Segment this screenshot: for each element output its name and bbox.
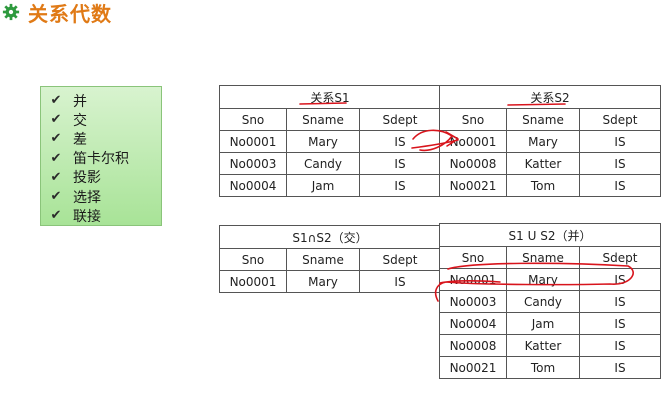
table-cell: IS (579, 356, 661, 379)
table-row: No0008 Katter IS (439, 334, 661, 357)
checkmark-icon: ✔ (50, 208, 62, 224)
table-cell: Jam (286, 174, 360, 197)
table-cell: IS (579, 334, 661, 357)
table-row: No0001 Mary IS (439, 130, 661, 153)
column-header: Sno (439, 108, 507, 131)
union-table: S1 U S2（并） Sno Sname Sdept No0001 Mary I… (439, 223, 661, 379)
table-cell: No0004 (439, 312, 507, 335)
checkmark-icon: ✔ (50, 112, 62, 128)
page-title: 关系代数 (28, 1, 112, 26)
column-header: Sname (286, 108, 360, 131)
table-cell: No0001 (439, 130, 507, 153)
column-header: Sdept (579, 246, 661, 269)
table-row: No0004 Jam IS (219, 174, 441, 197)
table-cell: IS (579, 268, 661, 291)
column-header: Sno (439, 246, 507, 269)
column-header: Sno (219, 108, 287, 131)
column-header: Sname (286, 248, 360, 271)
table-cell: No0008 (439, 334, 507, 357)
table-cell: IS (579, 174, 661, 197)
table-cell: Tom (506, 356, 580, 379)
operations-list: ✔并 ✔交 ✔差 ✔笛卡尔积 ✔投影 ✔选择 ✔联接 (40, 86, 162, 226)
checkmark-icon: ✔ (50, 189, 62, 205)
relation-s2-table: 关系S2 Sno Sname Sdept No0001 Mary IS No00… (439, 85, 661, 197)
table-row: No0001 Mary IS (219, 270, 441, 293)
table-title: 关系S1 (219, 85, 441, 109)
table-row: No0001 Mary IS (439, 268, 661, 291)
checkmark-icon: ✔ (50, 150, 62, 166)
list-item: ✔ 选择 (49, 187, 153, 206)
operation-label: 并 (73, 93, 87, 110)
table-row: No0008 Katter IS (439, 152, 661, 175)
table-cell: No0004 (219, 174, 287, 197)
checkmark-icon: ✔ (50, 169, 62, 185)
table-cell: No0001 (219, 270, 287, 293)
table-row: No0021 Tom IS (439, 356, 661, 379)
table-row: No0003 Candy IS (219, 152, 441, 175)
table-cell: IS (359, 270, 441, 293)
slide-header: 关系代数 (0, 0, 112, 26)
list-item: ✔交 (49, 110, 153, 129)
table-cell: IS (579, 152, 661, 175)
operation-label: 笛卡尔积 (73, 151, 129, 168)
table-row: No0021 Tom IS (439, 174, 661, 197)
list-item: ✔ 笛卡尔积 (49, 149, 153, 168)
table-cell: No0003 (219, 152, 287, 175)
table-cell: No0021 (439, 356, 507, 379)
table-title: 关系S2 (439, 85, 661, 109)
table-cell: Tom (506, 174, 580, 197)
table-cell: Katter (506, 152, 580, 175)
checkmark-icon: ✔ (50, 93, 62, 109)
table-cell: Katter (506, 334, 580, 357)
checkmark-icon: ✔ (50, 131, 62, 147)
table-cell: IS (359, 174, 441, 197)
table-title: S1 U S2（并） (439, 223, 661, 247)
column-header: Sdept (359, 248, 441, 271)
table-cell: No0001 (439, 268, 507, 291)
relation-s1-table: 关系S1 Sno Sname Sdept No0001 Mary IS No00… (219, 85, 441, 197)
table-title: S1∩S2（交） (219, 225, 441, 249)
list-item: ✔ 联接 (49, 206, 153, 225)
list-item: ✔并 (49, 91, 153, 110)
list-item: ✔差 (49, 129, 153, 148)
table-row: No0004 Jam IS (439, 312, 661, 335)
table-cell: IS (579, 290, 661, 313)
operation-label: 联接 (73, 208, 101, 225)
table-cell: Candy (506, 290, 580, 313)
operation-label: 投影 (73, 170, 101, 187)
operation-label: 选择 (73, 189, 101, 206)
table-cell: No0001 (219, 130, 287, 153)
table-row: No0003 Candy IS (439, 290, 661, 313)
table-cell: IS (359, 130, 441, 153)
column-header: Sdept (579, 108, 661, 131)
column-header: Sno (219, 248, 287, 271)
table-cell: IS (579, 130, 661, 153)
column-header: Sname (506, 108, 580, 131)
table-cell: Mary (506, 268, 580, 291)
list-item: ✔ 投影 (49, 168, 153, 187)
table-row: No0001 Mary IS (219, 130, 441, 153)
table-cell: Mary (286, 270, 360, 293)
column-header: Sname (506, 246, 580, 269)
table-cell: No0008 (439, 152, 507, 175)
table-cell: Jam (506, 312, 580, 335)
table-cell: No0003 (439, 290, 507, 313)
table-cell: Candy (286, 152, 360, 175)
table-cell: Mary (286, 130, 360, 153)
intersection-table: S1∩S2（交） Sno Sname Sdept No0001 Mary IS (219, 225, 441, 293)
operation-label: 差 (73, 131, 87, 148)
table-cell: IS (359, 152, 441, 175)
table-cell: Mary (506, 130, 580, 153)
table-cell: No0021 (439, 174, 507, 197)
table-cell: IS (579, 312, 661, 335)
operation-label: 交 (73, 112, 87, 129)
column-header: Sdept (359, 108, 441, 131)
gear-icon (2, 3, 20, 21)
